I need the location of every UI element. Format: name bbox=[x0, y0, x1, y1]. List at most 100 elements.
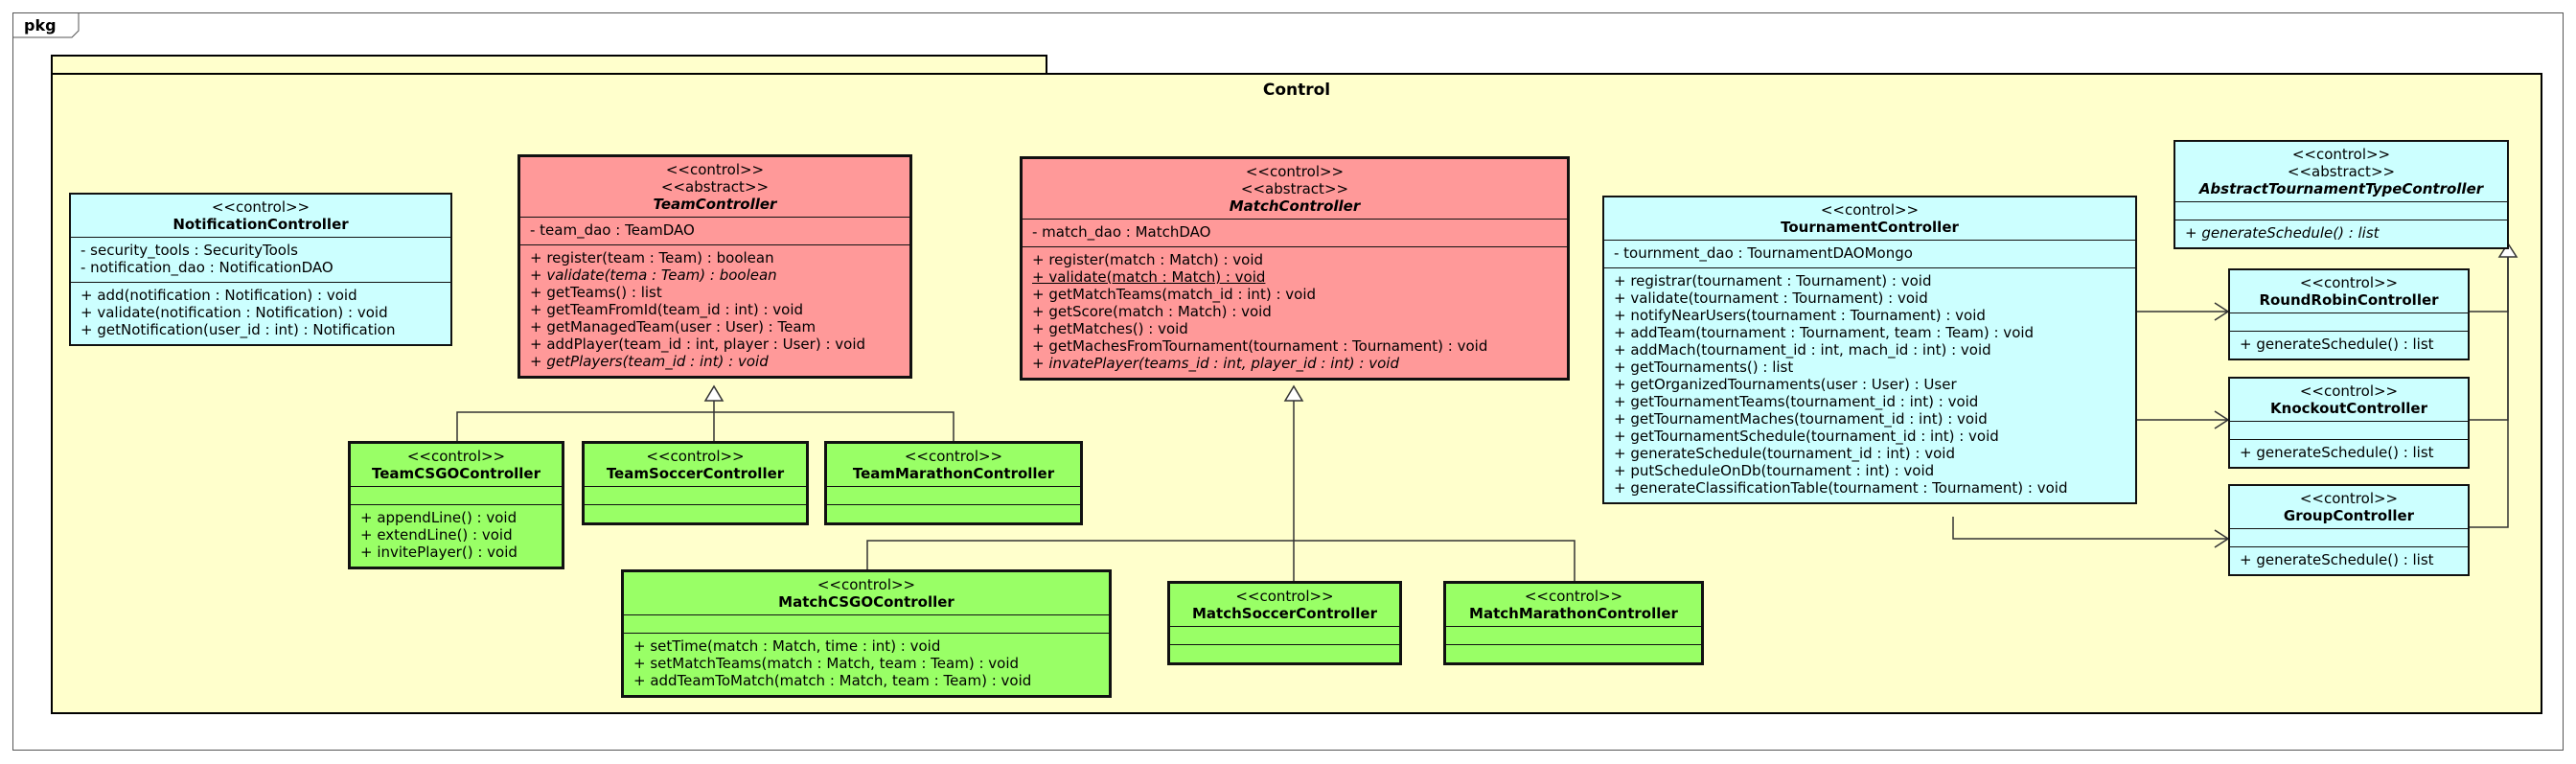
methods-section: + generateSchedule() : list bbox=[2230, 331, 2468, 359]
attributes-section: - team_dao : TeamDAO bbox=[520, 217, 909, 244]
method: + setTime(match : Match, time : int) : v… bbox=[633, 637, 941, 655]
method: + getTournamentTeams(tournament_id : int… bbox=[1614, 393, 1979, 410]
attributes-section bbox=[2230, 528, 2468, 546]
attribute: - notification_dao : NotificationDAO bbox=[80, 259, 334, 276]
method: + register(team : Team) : boolean bbox=[530, 249, 774, 266]
method: + getScore(match : Match) : void bbox=[1032, 303, 1272, 320]
method: + getTeamFromId(team_id : int) : void bbox=[530, 301, 804, 318]
methods-section: + registrar(tournament : Tournament) : v… bbox=[1604, 267, 2135, 502]
method: + generateSchedule() : list bbox=[2240, 336, 2434, 353]
class-match-controller[interactable]: <<control>> <<abstract>> MatchController… bbox=[1020, 156, 1570, 381]
stereotype: <<control>> bbox=[2299, 274, 2399, 291]
class-name: MatchCSGOController bbox=[778, 593, 954, 611]
stereotype: <<control>> bbox=[904, 448, 1003, 465]
class-name: TeamController bbox=[653, 196, 777, 213]
method: + appendLine() : void bbox=[360, 509, 518, 526]
stereotype: <<abstract>> bbox=[1240, 180, 1349, 197]
methods-section: + setTime(match : Match, time : int) : v… bbox=[624, 633, 1109, 695]
methods-section: + generateSchedule() : list bbox=[2175, 220, 2507, 247]
method: + generateSchedule() : list bbox=[2240, 444, 2434, 461]
attributes-section: - match_dao : MatchDAO bbox=[1023, 219, 1567, 246]
class-team-csgo-controller[interactable]: <<control>> TeamCSGOController + appendL… bbox=[348, 441, 564, 569]
class-name: TeamMarathonController bbox=[852, 465, 1055, 482]
method: + validate(match : Match) : void bbox=[1032, 268, 1266, 286]
class-abstract-tournament-type-controller[interactable]: <<control>> <<abstract>> AbstractTournam… bbox=[2174, 140, 2509, 249]
methods-section bbox=[585, 504, 806, 522]
attributes-section bbox=[2230, 313, 2468, 331]
class-notification-controller[interactable]: <<control>> NotificationController - sec… bbox=[69, 193, 452, 346]
method: + addTeamToMatch(match : Match, team : T… bbox=[633, 672, 1032, 689]
attributes-section: - security_tools : SecurityTools - notif… bbox=[71, 237, 450, 282]
stereotype: <<control>> bbox=[2291, 146, 2391, 163]
method: + invitePlayer() : void bbox=[360, 544, 518, 561]
attributes-section bbox=[585, 486, 806, 504]
stereotype: <<control>> bbox=[1524, 588, 1623, 605]
methods-section: + register(team : Team) : boolean + vali… bbox=[520, 244, 909, 376]
attribute: - match_dao : MatchDAO bbox=[1032, 223, 1211, 241]
class-name: MatchController bbox=[1229, 197, 1361, 215]
class-name: AbstractTournamentTypeController bbox=[2198, 180, 2484, 197]
class-team-marathon-controller[interactable]: <<control>> TeamMarathonController bbox=[824, 441, 1083, 525]
method: + getTournamentSchedule(tournament_id : … bbox=[1614, 428, 1999, 445]
class-name: MatchMarathonController bbox=[1469, 605, 1678, 622]
attributes-section bbox=[624, 614, 1109, 633]
method: + putScheduleOnDb(tournament : int) : vo… bbox=[1614, 462, 1935, 479]
class-team-controller[interactable]: <<control>> <<abstract>> TeamController … bbox=[518, 154, 912, 379]
class-round-robin-controller[interactable]: <<control>> RoundRobinController + gener… bbox=[2228, 268, 2470, 360]
class-match-soccer-controller[interactable]: <<control>> MatchSoccerController bbox=[1167, 581, 1402, 665]
methods-section bbox=[1170, 644, 1399, 662]
class-tournament-controller[interactable]: <<control>> TournamentController - tourn… bbox=[1602, 196, 2137, 504]
package-frame-tab bbox=[12, 12, 80, 38]
method: + getPlayers(team_id : int) : void bbox=[530, 353, 769, 370]
stereotype: <<control>> bbox=[1820, 201, 1920, 219]
control-package-title: Control bbox=[1262, 81, 1331, 100]
class-knockout-controller[interactable]: <<control>> KnockoutController + generat… bbox=[2228, 377, 2470, 469]
method: + getTeams() : list bbox=[530, 284, 662, 301]
control-package-tab bbox=[51, 55, 1047, 74]
stereotype: <<abstract>> bbox=[660, 178, 770, 196]
method: + getMachesFromTournament(tournament : T… bbox=[1032, 337, 1488, 355]
class-name: GroupController bbox=[2283, 507, 2415, 524]
class-match-csgo-controller[interactable]: <<control>> MatchCSGOController + setTim… bbox=[621, 569, 1112, 698]
attribute: - team_dao : TeamDAO bbox=[530, 221, 695, 239]
method: + getNotification(user_id : int) : Notif… bbox=[80, 321, 396, 338]
class-team-soccer-controller[interactable]: <<control>> TeamSoccerController bbox=[582, 441, 809, 525]
class-name: TournamentController bbox=[1781, 219, 1959, 236]
attributes-section bbox=[1170, 626, 1399, 644]
method: + getMatchTeams(match_id : int) : void bbox=[1032, 286, 1317, 303]
method: + getTournaments() : list bbox=[1614, 359, 1794, 376]
class-name: RoundRobinController bbox=[2259, 291, 2439, 309]
stereotype: <<control>> bbox=[646, 448, 745, 465]
method: + getOrganizedTournaments(user : User) :… bbox=[1614, 376, 1957, 393]
method: + getManagedTeam(user : User) : Team bbox=[530, 318, 816, 336]
method: + addMach(tournament_id : int, mach_id :… bbox=[1614, 341, 1991, 359]
class-name: TeamSoccerController bbox=[606, 465, 785, 482]
attributes-section bbox=[827, 486, 1080, 504]
class-group-controller[interactable]: <<control>> GroupController + generateSc… bbox=[2228, 484, 2470, 576]
stereotype: <<control>> bbox=[2299, 490, 2399, 507]
method: + addTeam(tournament : Tournament, team … bbox=[1614, 324, 2035, 341]
attributes-section bbox=[2175, 201, 2507, 220]
attribute: - security_tools : SecurityTools bbox=[80, 242, 298, 259]
methods-section bbox=[1446, 644, 1701, 662]
stereotype: <<control>> bbox=[2299, 382, 2399, 400]
methods-section: + appendLine() : void + extendLine() : v… bbox=[351, 504, 562, 567]
method: + setMatchTeams(match : Match, team : Te… bbox=[633, 655, 1020, 672]
package-frame-label: pkg bbox=[24, 16, 57, 35]
attributes-section bbox=[1446, 626, 1701, 644]
stereotype: <<control>> bbox=[211, 198, 310, 216]
methods-section: + generateSchedule() : list bbox=[2230, 439, 2468, 467]
attributes-section bbox=[351, 486, 562, 504]
method: + add(notification : Notification) : voi… bbox=[80, 287, 357, 304]
stereotype: <<control>> bbox=[665, 161, 765, 178]
method: + getTournamentMaches(tournament_id : in… bbox=[1614, 410, 1988, 428]
methods-section: + add(notification : Notification) : voi… bbox=[71, 282, 450, 344]
method: + invatePlayer(teams_id : int, player_id… bbox=[1032, 355, 1399, 372]
method: + validate(notification : Notification) … bbox=[80, 304, 388, 321]
methods-section: + generateSchedule() : list bbox=[2230, 546, 2468, 574]
method: + validate(tournament : Tournament) : vo… bbox=[1614, 289, 1928, 307]
class-name: NotificationController bbox=[172, 216, 349, 233]
class-match-marathon-controller[interactable]: <<control>> MatchMarathonController bbox=[1443, 581, 1704, 665]
method: + addPlayer(team_id : int, player : User… bbox=[530, 336, 866, 353]
